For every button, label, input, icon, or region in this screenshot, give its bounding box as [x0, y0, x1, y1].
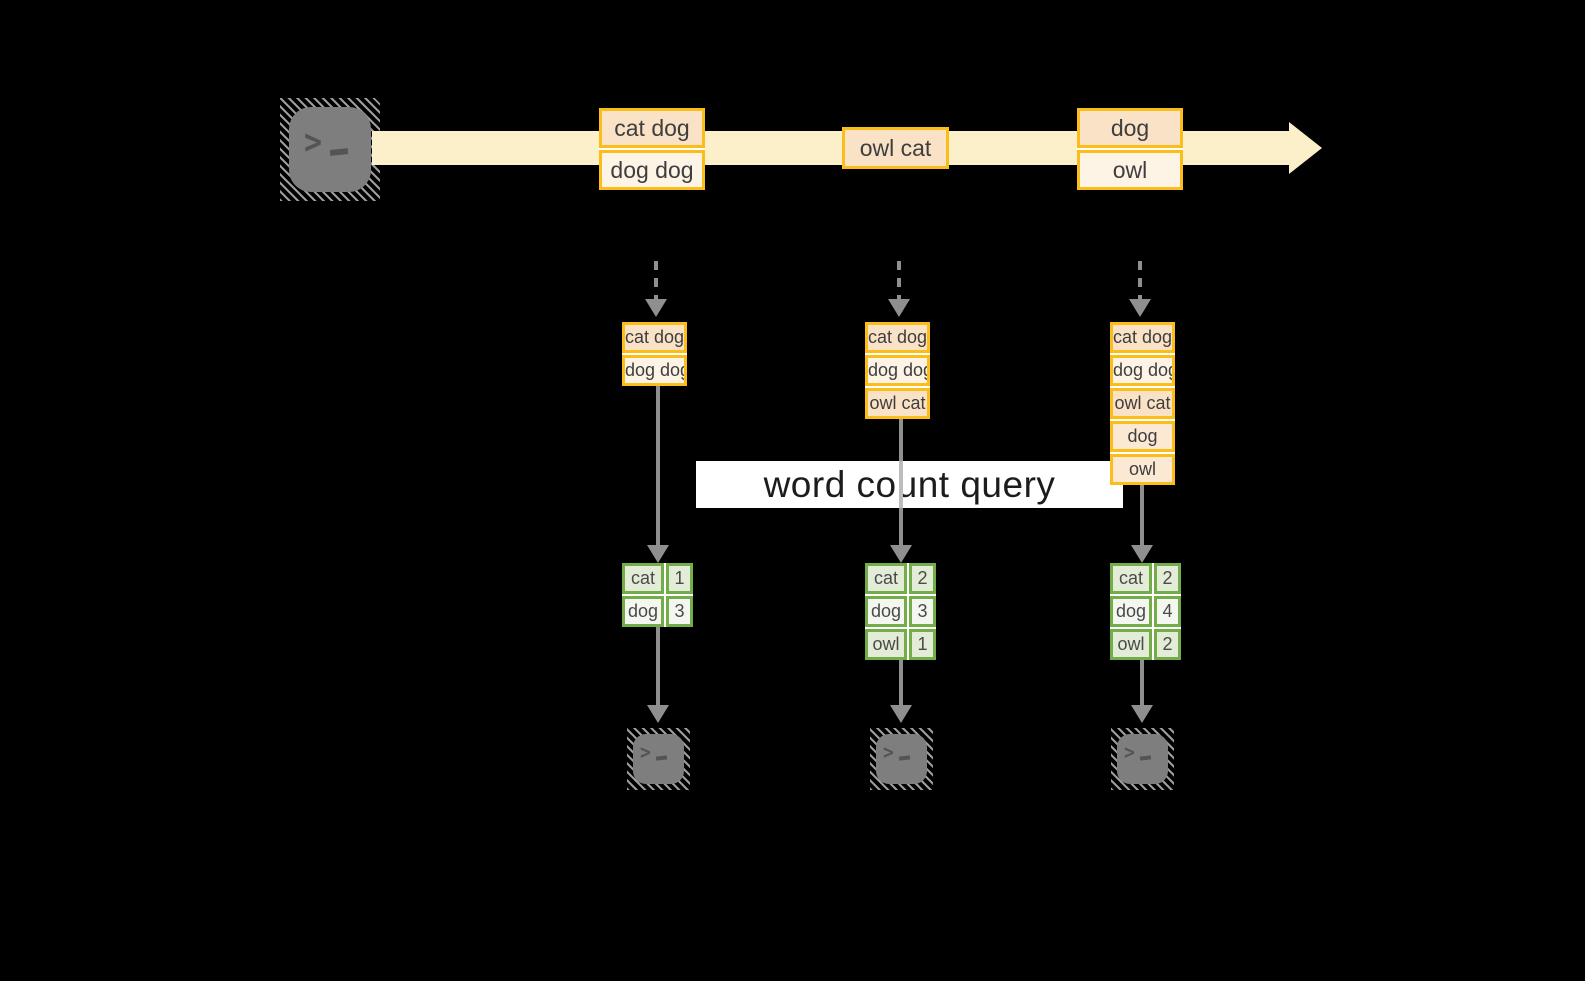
- stream-arrowhead-icon: [1289, 122, 1322, 174]
- query-banner-label: word count query: [763, 463, 1056, 505]
- connector-arrowhead-icon: [647, 545, 669, 563]
- dashed-arrow-line-3: [1138, 261, 1142, 299]
- buffer-row: owl cat: [1110, 388, 1175, 419]
- connector-arrowhead-icon: [647, 705, 669, 723]
- sink-terminal-icon-2: >: [870, 728, 933, 790]
- dashed-arrowhead-icon: [888, 299, 910, 317]
- terminal-prompt-icon: >: [883, 742, 911, 763]
- message-line: owl: [1077, 150, 1183, 190]
- connector-arrowhead-icon: [1131, 545, 1153, 563]
- stream-message-3: dog owl: [1077, 108, 1183, 190]
- count-table-3: cat 2 dog 4 owl 2: [1110, 563, 1181, 660]
- count-value-cell: 2: [1154, 563, 1181, 594]
- count-word-cell: dog: [865, 596, 907, 627]
- count-value-cell: 1: [909, 629, 936, 660]
- terminal-prompt-icon: >: [640, 742, 668, 763]
- buffer-row: owl: [1110, 454, 1175, 485]
- count-word-cell: dog: [622, 596, 664, 627]
- connector-line: [1140, 485, 1144, 546]
- buffer-stack-2: cat dog dog dog owl cat: [865, 322, 930, 419]
- count-word-cell: owl: [1110, 629, 1152, 660]
- connector-arrowhead-icon: [1131, 705, 1153, 723]
- dashed-arrowhead-icon: [645, 299, 667, 317]
- connector-line-over-banner: [899, 461, 903, 508]
- query-banner: word count query: [696, 461, 1123, 508]
- count-value-cell: 3: [909, 596, 936, 627]
- message-line: dog dog: [599, 150, 705, 190]
- count-word-cell: dog: [1110, 596, 1152, 627]
- source-terminal-icon: >: [280, 98, 380, 201]
- connector-arrowhead-icon: [890, 705, 912, 723]
- count-word-cell: owl: [865, 629, 907, 660]
- buffer-stack-1: cat dog dog dog: [622, 322, 687, 386]
- count-value-cell: 4: [1154, 596, 1181, 627]
- stream-message-1: cat dog dog dog: [599, 108, 705, 190]
- connector-arrowhead-icon: [890, 545, 912, 563]
- count-word-cell: cat: [865, 563, 907, 594]
- count-table-1: cat 1 dog 3: [622, 563, 693, 627]
- connector-line: [656, 386, 660, 546]
- buffer-row: dog dog: [622, 355, 687, 386]
- count-value-cell: 3: [666, 596, 693, 627]
- connector-line: [899, 660, 903, 706]
- buffer-row: cat dog: [1110, 322, 1175, 353]
- sink-terminal-icon-1: >: [627, 728, 690, 790]
- count-word-cell: cat: [622, 563, 664, 594]
- sink-terminal-icon-3: >: [1111, 728, 1174, 790]
- message-line: owl cat: [842, 127, 949, 169]
- connector-line: [656, 627, 660, 706]
- count-word-cell: cat: [1110, 563, 1152, 594]
- terminal-prompt-icon: >: [1124, 742, 1152, 763]
- buffer-row: owl cat: [865, 388, 930, 419]
- buffer-row: dog: [1110, 421, 1175, 452]
- count-value-cell: 2: [1154, 629, 1181, 660]
- count-value-cell: 1: [666, 563, 693, 594]
- terminal-prompt-icon: >: [304, 125, 349, 160]
- buffer-row: dog dog: [865, 355, 930, 386]
- message-line: cat dog: [599, 108, 705, 148]
- dashed-arrowhead-icon: [1129, 299, 1151, 317]
- dashed-arrow-line-2: [897, 261, 901, 299]
- message-line: dog: [1077, 108, 1183, 148]
- dashed-arrow-line-1: [654, 261, 658, 299]
- connector-line: [1140, 660, 1144, 706]
- buffer-row: dog dog: [1110, 355, 1175, 386]
- count-value-cell: 2: [909, 563, 936, 594]
- buffer-row: cat dog: [622, 322, 687, 353]
- count-table-2: cat 2 dog 3 owl 1: [865, 563, 936, 660]
- buffer-stack-3: cat dog dog dog owl cat dog owl: [1110, 322, 1175, 485]
- buffer-row: cat dog: [865, 322, 930, 353]
- stream-message-2: owl cat: [842, 127, 949, 169]
